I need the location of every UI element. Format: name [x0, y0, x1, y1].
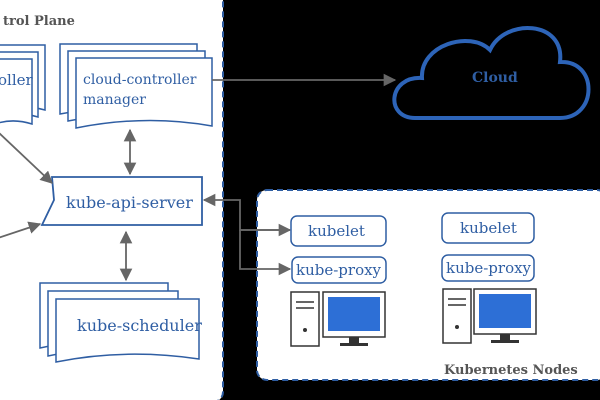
kube-api-server-label: kube-api-server	[66, 193, 193, 212]
node-b-kubelet-box	[441, 212, 535, 244]
node-a-proxy-label: kube-proxy	[296, 261, 382, 279]
node-a-proxy-box	[291, 256, 387, 284]
node-b-kubelet-label: kubelet	[460, 219, 517, 237]
nodes-title: Kubernetes Nodes	[444, 363, 578, 378]
cloud-controller-manager-label-line2: manager	[83, 92, 146, 108]
api-to-node-arrows	[202, 193, 292, 276]
controller-manager-label: oller	[0, 71, 34, 89]
node-b-computer-icon	[442, 288, 537, 344]
node-b-proxy-label: kube-proxy	[446, 259, 532, 277]
control-plane-title: trol Plane	[3, 14, 75, 29]
kube-scheduler-label: kube-scheduler	[77, 316, 202, 335]
node-b-proxy-box	[441, 254, 535, 282]
node-a-kubelet-label: kubelet	[308, 222, 365, 240]
control-plane-arrows	[0, 128, 137, 282]
controller-manager-docs	[0, 44, 46, 126]
cloud-label: Cloud	[472, 70, 518, 86]
cloud-controller-manager-docs	[59, 43, 213, 129]
node-a-computer-icon	[290, 291, 386, 347]
kube-scheduler-docs	[39, 282, 200, 363]
cloud-icon	[392, 26, 591, 120]
kube-api-server-box	[40, 176, 203, 226]
node-a-kubelet-box	[290, 215, 387, 247]
cloud-controller-manager-label-line1: cloud-controller	[83, 72, 197, 88]
